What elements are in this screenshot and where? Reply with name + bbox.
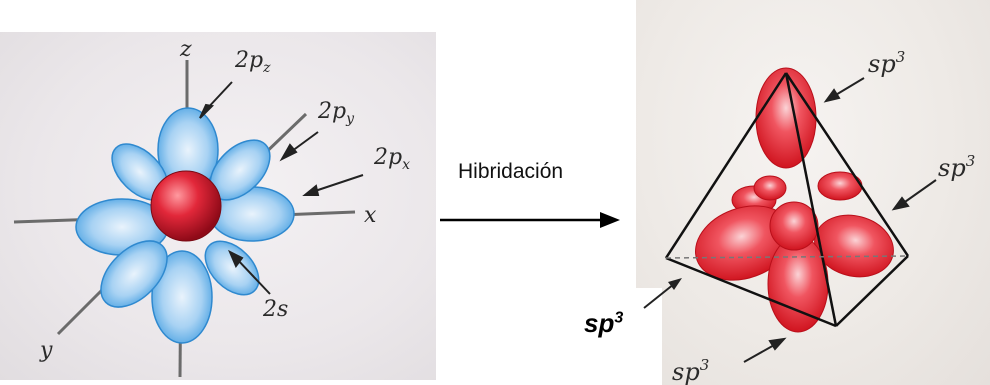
label-2py: 2py bbox=[317, 99, 355, 127]
edge-apex-right bbox=[784, 72, 910, 257]
label-2py-sub: y bbox=[345, 111, 355, 127]
p-orbital-lobes bbox=[75, 107, 295, 344]
label-2py-base: 2p bbox=[317, 99, 346, 124]
sp3-lobe-top bbox=[755, 67, 817, 169]
label-sp3-right-base: sp bbox=[938, 154, 966, 182]
sp3-bold-arrow bbox=[643, 278, 682, 309]
small-back-lobe-3 bbox=[753, 175, 787, 201]
label-2pz-sub: z bbox=[262, 60, 271, 76]
sp3-tetrahedron-diagram: sp3 sp3 sp3 bbox=[664, 48, 975, 385]
py-lobe-front bbox=[100, 240, 168, 308]
sp3-bold-base: sp bbox=[584, 308, 615, 338]
arrow-sp3-bottom bbox=[743, 343, 777, 363]
label-arrows bbox=[199, 81, 364, 295]
sp3-bold-label: sp3 bbox=[584, 308, 623, 339]
label-2px: 2px bbox=[373, 145, 410, 173]
atomic-orbitals-diagram: z x y 2pz 2py 2px 2s bbox=[13, 37, 410, 378]
sp3-bold-arrow-shaft bbox=[643, 283, 675, 309]
atomic-orbitals-panel: z x y 2pz 2py 2px 2s bbox=[0, 32, 436, 380]
arrowhead-2pz bbox=[199, 103, 215, 119]
label-sp3-top-base: sp bbox=[868, 50, 896, 78]
label-2px-base: 2p bbox=[373, 145, 402, 170]
label-2s: 2s bbox=[262, 297, 288, 322]
z-axis-label: z bbox=[179, 37, 192, 62]
label-2px-sub: x bbox=[402, 157, 410, 173]
label-sp3-bottom-exp: 3 bbox=[700, 356, 710, 374]
x-axis-label: x bbox=[364, 203, 377, 228]
label-sp3-bottom-base: sp bbox=[672, 358, 700, 385]
sp3-center bbox=[769, 201, 819, 251]
arrowhead-sp3-right bbox=[891, 196, 910, 211]
hybridization-label: Hibridación bbox=[458, 160, 564, 183]
arrowhead-2s bbox=[228, 249, 244, 268]
tetrahedron-edges bbox=[664, 72, 910, 328]
label-sp3-right: sp3 bbox=[938, 152, 975, 182]
arrowhead-2py bbox=[279, 143, 298, 162]
sp3-label-arrows bbox=[743, 77, 937, 363]
arrow-sp3-right bbox=[901, 179, 937, 205]
label-sp3-right-exp: 3 bbox=[966, 152, 976, 170]
s-orbital-sphere bbox=[150, 170, 222, 242]
hybridization-arrow bbox=[440, 212, 620, 228]
arrow-2px bbox=[311, 174, 364, 193]
arrowhead-sp3-top bbox=[823, 88, 841, 103]
label-sp3-top: sp3 bbox=[868, 48, 905, 78]
label-sp3-top-exp: 3 bbox=[896, 48, 906, 66]
arrow-head bbox=[600, 212, 620, 228]
lobe-lower-right bbox=[204, 240, 260, 296]
sp3-hybrid-panel: sp3 sp3 sp3 bbox=[636, 0, 990, 385]
label-2pz: 2pz bbox=[234, 48, 271, 76]
label-2pz-base: 2p bbox=[234, 48, 263, 73]
label-sp3-bottom: sp3 bbox=[672, 356, 709, 385]
edge-apex-left bbox=[664, 72, 788, 259]
arrowhead-sp3-bottom bbox=[768, 337, 787, 351]
arrow-2s bbox=[235, 257, 271, 295]
y-axis-label: y bbox=[39, 338, 53, 363]
arrow-sp3-top bbox=[833, 77, 865, 97]
sp3-bold-exponent: 3 bbox=[614, 309, 624, 327]
edge-base-back-hidden bbox=[665, 255, 909, 259]
edge-apex-front bbox=[784, 72, 838, 327]
edge-base-left bbox=[665, 256, 837, 328]
arrowhead-2px bbox=[302, 184, 320, 196]
pz-lobe-bottom bbox=[151, 250, 213, 344]
edge-base-right bbox=[835, 255, 909, 327]
sp3-lobe-bottom bbox=[767, 235, 829, 333]
sp3-bold-arrow-head bbox=[668, 278, 682, 290]
